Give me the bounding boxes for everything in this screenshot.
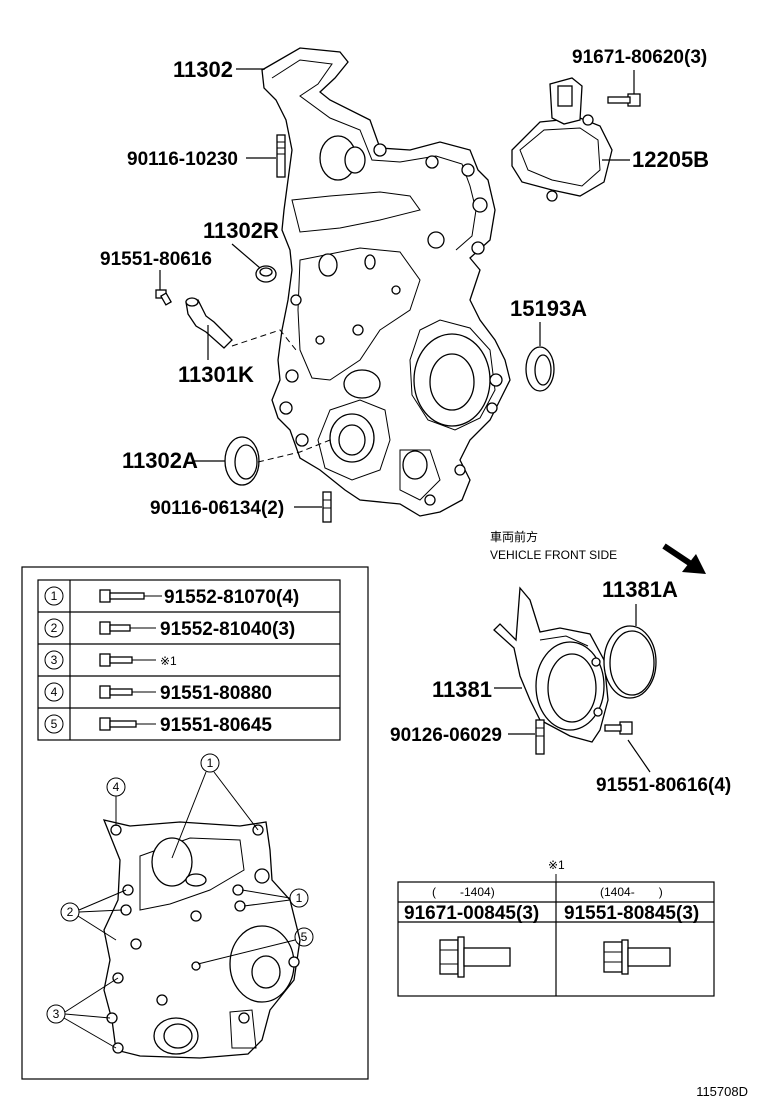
svg-text:4: 4 [51,685,58,699]
callout-5-diagram: 5 [197,927,314,965]
svg-text:1: 1 [51,589,58,603]
callout-5-icon [44,714,64,734]
note-mark: ※1 [548,858,565,872]
svg-text:2: 2 [51,621,58,635]
callout-3-icon [44,650,64,670]
bolt-91551-80616[interactable] [155,289,172,306]
label-11302: 11302 [173,57,233,82]
callout-1-diagram-right: 1 [241,888,309,908]
stud-90126-06029[interactable] [535,719,545,755]
svg-text:1: 1 [296,891,303,905]
label-11381: 11381 [432,677,492,702]
note-range-2: (1404- ) [600,885,663,899]
bolt-part-4: 91551-80880 [160,683,272,704]
oil-seal-11302A[interactable] [224,436,260,486]
label-11302A: 11302A [122,448,198,473]
label-90116-06134: 90116-06134(2) [150,498,284,519]
bolt-part-1: 91552-81070(4) [164,587,299,608]
label-91551-80616: 91551-80616 [100,249,212,270]
bolt-icon [99,685,133,699]
label-91671-80620: 91671-80620(3) [572,47,707,68]
svg-text:3: 3 [51,653,58,667]
flange-bolt-icon [439,936,511,978]
bolt-table: 1 91552-81070(4) 2 91552-81040(3) 3 ※1 4 [37,579,341,741]
note-range-1: ( -1404) [432,885,495,899]
bolt-part-5: 91551-80645 [160,715,272,736]
bolt-location-diagram [102,819,301,1059]
label-90116-10230: 90116-10230 [127,149,238,170]
bolt-icon [99,653,133,667]
drawing-id: 115708D [696,1084,748,1099]
callout-1-icon [44,586,64,606]
bolt-icon [99,717,137,731]
note-part-1: 91671-00845(3) [404,903,539,924]
ventilation-case-12205B[interactable] [511,77,613,202]
callout-2-icon [44,618,64,638]
bolt-icon [99,589,145,603]
note-part-2: 91551-80845(3) [564,903,699,924]
svg-text:3: 3 [53,1007,60,1021]
retainer-11381[interactable] [493,586,609,743]
note-table: ( -1404) (1404- ) 91671-00845(3) 91551-8… [397,881,715,997]
seal-15193A[interactable] [525,346,555,392]
sensor-11301K[interactable] [185,297,233,349]
label-15193A: 15193A [510,296,587,321]
bolt-icon [99,621,131,635]
bolt-part-2: 91552-81040(3) [160,619,295,640]
stud-90116-06134[interactable] [322,491,332,523]
svg-text:2: 2 [67,905,74,919]
svg-text:4: 4 [113,780,120,794]
label-90126-06029: 90126-06029 [390,725,502,746]
callout-3-diagram: 3 [46,977,119,1049]
label-91551-80616-4: 91551-80616(4) [596,775,731,796]
bolt-91671-80620[interactable] [607,93,641,107]
label-11381A: 11381A [602,577,678,602]
timing-cover-11302[interactable] [261,47,511,517]
svg-text:1: 1 [207,756,214,770]
bolt-part-3: ※1 [160,654,177,668]
direction-jp: 車両前方 [490,529,538,544]
callout-4-diagram: 4 [106,777,126,826]
bolt-91551-80616-4[interactable] [604,721,633,735]
svg-text:5: 5 [51,717,58,731]
direction-en: VEHICLE FRONT SIDE [490,548,617,562]
front-arrow-icon [662,543,706,574]
label-11301K: 11301K [178,362,254,387]
plug-11302R[interactable] [255,265,277,283]
oil-seal-11381A[interactable] [603,625,657,699]
label-11302R: 11302R [203,218,279,243]
flange-bolt-icon [603,939,671,975]
bolt-location-panel [21,566,369,1080]
callout-4-icon [44,682,64,702]
stud-90116-10230[interactable] [276,134,286,178]
svg-text:5: 5 [301,930,308,944]
callout-2-diagram: 2 [60,889,127,941]
callout-1-diagram-top: 1 [171,753,259,859]
label-12205B: 12205B [632,147,709,172]
